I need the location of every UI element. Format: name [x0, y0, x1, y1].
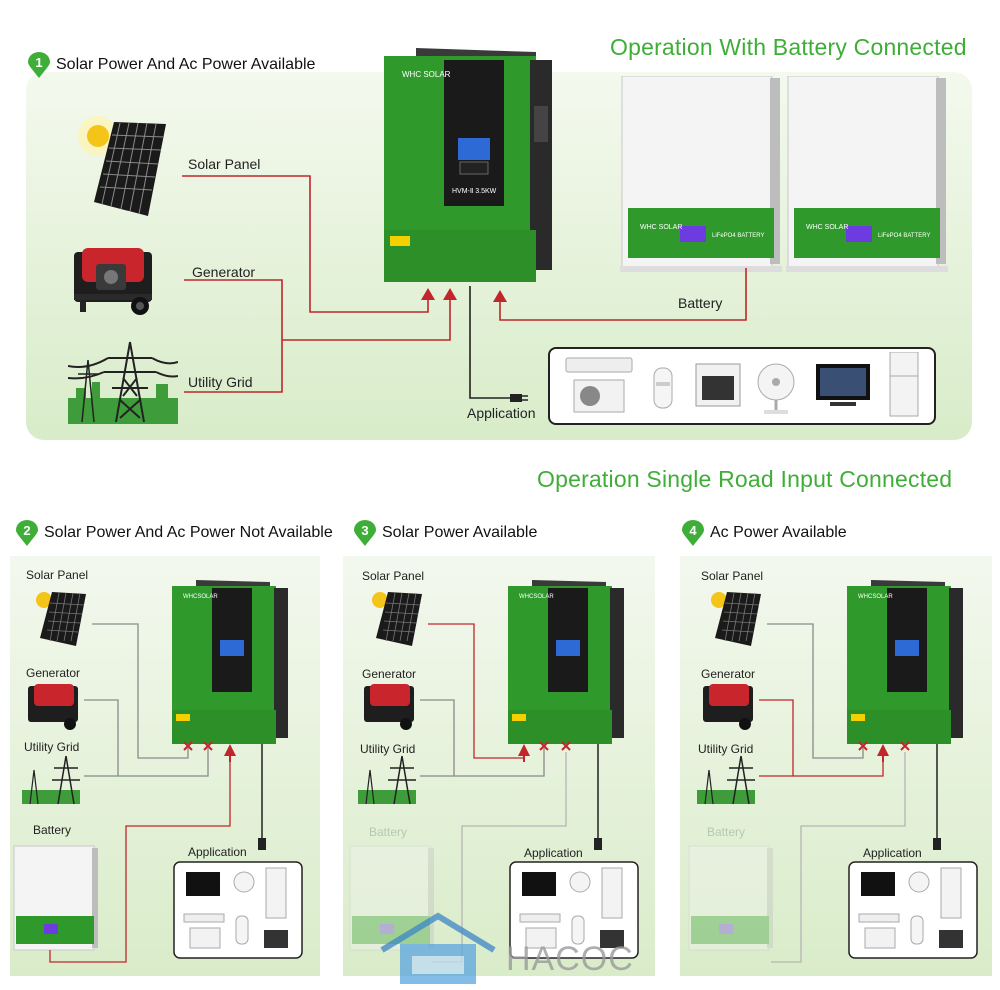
top-section-title: Operation With Battery Connected [610, 34, 967, 60]
inverter-brand-s2: WHCSOLAR [183, 594, 218, 600]
step-number: 3 [361, 523, 369, 538]
step-label: Ac Power Available [710, 524, 847, 541]
utility-grid-icon [68, 341, 178, 424]
bottom-section-title: Operation Single Road Input Connected [537, 466, 953, 492]
hybrid-inverter [384, 48, 552, 282]
appliance-icons [565, 352, 919, 417]
step-label: Solar Power And Ac Power Available [56, 56, 316, 73]
s4-grid-label: Utility Grid [698, 742, 754, 756]
oven-icon [695, 363, 741, 407]
s2-solar-label: Solar Panel [26, 568, 89, 582]
battery-type-1: LiFePO4 BATTERY [712, 233, 765, 239]
s3-generator-label: Generator [362, 667, 417, 681]
step-4-heading: 4 Ac Power Available [682, 520, 847, 546]
s4-application-label: Application [863, 846, 922, 860]
television-icon [816, 364, 870, 406]
inverter-brand: WHC SOLAR [402, 70, 451, 79]
fan-icon [757, 363, 795, 414]
step-label: Solar Power Available [382, 524, 538, 541]
lithium-battery-2 [786, 76, 948, 272]
scenario-2-panel [10, 556, 320, 976]
s3-battery-label: Battery [369, 825, 408, 839]
s2-generator-label: Generator [26, 666, 81, 680]
generator-icon [74, 248, 152, 315]
hacoc-logo-icon [380, 912, 496, 984]
solar-panel-label: Solar Panel [188, 156, 261, 172]
lithium-battery-1 [620, 76, 782, 272]
battery-label: Battery [678, 295, 723, 311]
battery-brand-1: WHC SOLAR [640, 224, 683, 231]
step-number-badge: 3 [354, 520, 376, 546]
solar-panel-icon [78, 116, 166, 216]
step-2-heading: 2 Solar Power And Ac Power Not Available [16, 520, 333, 546]
step-3-heading: 3 Solar Power Available [354, 520, 537, 546]
step-number: 2 [23, 523, 31, 538]
inverter-brand-s3: WHCSOLAR [519, 594, 554, 600]
s4-generator-label: Generator [701, 667, 756, 681]
s3-grid-label: Utility Grid [360, 742, 416, 756]
step-1-heading: 1 Solar Power And Ac Power Available [28, 52, 315, 78]
s2-battery-label: Battery [33, 823, 72, 837]
s4-battery-label: Battery [707, 825, 746, 839]
s4-solar-label: Solar Panel [701, 569, 764, 583]
air-conditioner-icon [565, 357, 633, 413]
step-number-badge: 1 [28, 52, 50, 78]
utility-grid-label: Utility Grid [188, 374, 253, 390]
s3-application-label: Application [524, 846, 583, 860]
scenario-4-panel [680, 556, 992, 976]
s3-solar-label: Solar Panel [362, 569, 425, 583]
inverter-brand-s4: WHCSOLAR [858, 594, 893, 600]
refrigerator-icon [889, 352, 919, 417]
step-number: 1 [35, 55, 43, 70]
battery-type-2: LiFePO4 BATTERY [878, 233, 931, 239]
application-label: Application [467, 405, 536, 421]
step-number: 4 [689, 523, 697, 538]
step-label: Solar Power And Ac Power Not Available [44, 524, 333, 541]
step-number-badge: 2 [16, 520, 38, 546]
step-number-badge: 4 [682, 520, 704, 546]
s2-grid-label: Utility Grid [24, 740, 80, 754]
s2-application-label: Application [188, 845, 247, 859]
watermark-text: HACOC [506, 940, 634, 978]
battery-brand-2: WHC SOLAR [806, 224, 849, 231]
water-heater-icon [653, 367, 673, 409]
generator-label: Generator [192, 264, 256, 280]
inverter-model: HVM-Ⅱ 3.5KW [452, 188, 497, 195]
